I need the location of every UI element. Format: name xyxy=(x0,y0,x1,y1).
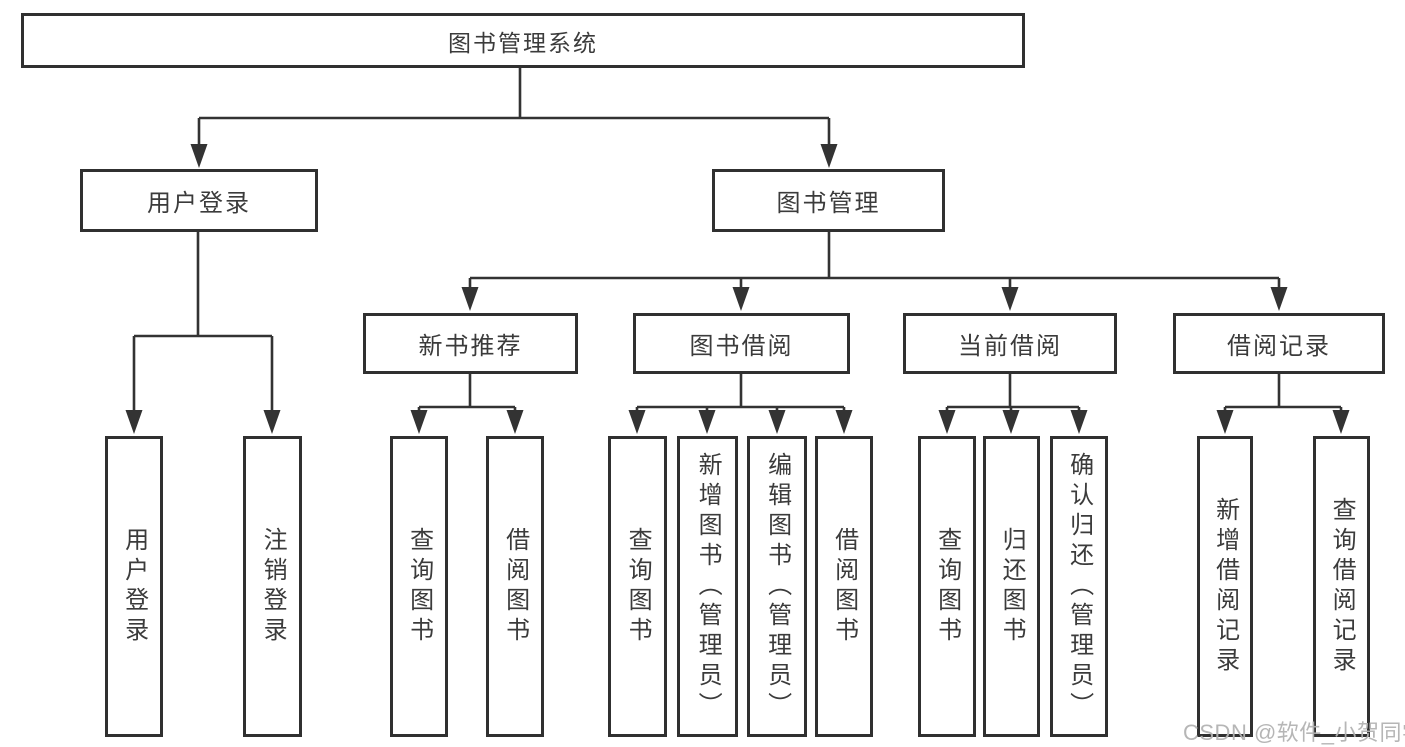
node-user-login: 用户登录 xyxy=(80,169,318,232)
leaf-borrow-books-recommend: 借阅图书 xyxy=(486,436,544,737)
leaf-edit-books-admin: 编辑图书（管理员） xyxy=(747,436,807,737)
node-current-borrowing: 当前借阅 xyxy=(903,313,1117,374)
node-new-book-recommend: 新书推荐 xyxy=(363,313,578,374)
leaf-return-books: 归还图书 xyxy=(983,436,1040,737)
node-book-management: 图书管理 xyxy=(712,169,945,232)
node-library-management-system: 图书管理系统 xyxy=(21,13,1025,68)
arrowheads xyxy=(125,144,1350,434)
leaf-query-books-recommend: 查询图书 xyxy=(390,436,448,737)
leaf-query-borrow-record: 查询借阅记录 xyxy=(1313,436,1370,737)
node-borrowing-records: 借阅记录 xyxy=(1173,313,1385,374)
leaf-add-books-admin: 新增图书（管理员） xyxy=(677,436,738,737)
leaf-query-books-current: 查询图书 xyxy=(918,436,976,737)
leaf-confirm-return-admin: 确认归还（管理员） xyxy=(1050,436,1108,737)
leaf-logout: 注销登录 xyxy=(243,436,302,737)
node-book-borrowing: 图书借阅 xyxy=(633,313,850,374)
csdn-watermark: CSDN @软件_小贺同学 xyxy=(1183,720,1405,745)
leaf-add-borrow-record: 新增借阅记录 xyxy=(1197,436,1253,737)
leaf-user-login: 用户登录 xyxy=(105,436,163,737)
leaf-query-books-borrowing: 查询图书 xyxy=(608,436,667,737)
leaf-borrow-books: 借阅图书 xyxy=(815,436,873,737)
